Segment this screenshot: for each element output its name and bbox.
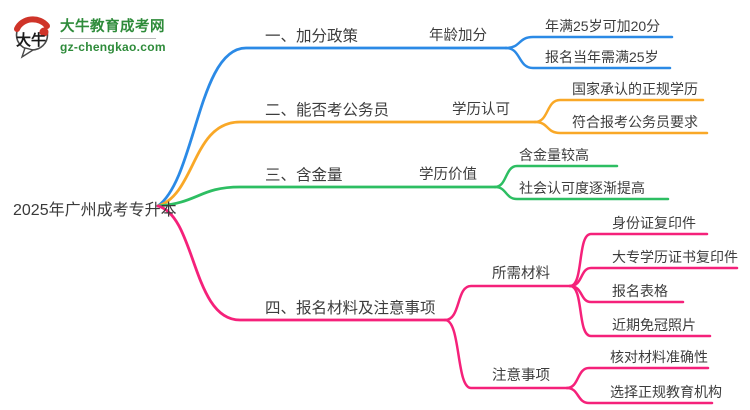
branch4-title: 四、报名材料及注意事项 bbox=[265, 299, 436, 317]
branch2-leaf2-line bbox=[533, 120, 709, 135]
branch3-trunk-line bbox=[156, 185, 497, 208]
branch3-leaf1: 含金量较高 bbox=[519, 146, 589, 163]
branch1-leaf1: 年满25岁可加20分 bbox=[545, 17, 661, 34]
branch4-notes-subnode: 注意事项 bbox=[492, 368, 550, 385]
branch4-materials-subnode: 所需材料 bbox=[492, 266, 550, 283]
branch1-leaf1-line bbox=[504, 35, 674, 50]
materials-leaf3: 报名表格 bbox=[612, 282, 668, 299]
branch4-trunk-line bbox=[156, 204, 447, 322]
branch4-notes-line bbox=[443, 318, 569, 390]
branch2-title: 二、能否考公务员 bbox=[265, 101, 390, 119]
branch1-title: 一、加分政策 bbox=[265, 27, 359, 45]
logo-icon-text: 大牛 bbox=[16, 31, 46, 49]
materials-leaf1: 身份证复印件 bbox=[612, 214, 696, 231]
notes-leaf1: 核对材料准确性 bbox=[610, 348, 708, 365]
daniu-speech-bubble-icon: 大牛 bbox=[14, 16, 50, 59]
branch1-leaf2: 报名当年需满25岁 bbox=[545, 48, 659, 65]
branch2-trunk-line bbox=[156, 120, 537, 208]
logo-red-arc bbox=[14, 16, 50, 32]
branch2-leaf2: 符合报考公务员要求 bbox=[572, 113, 698, 130]
branch3-title: 三、含金量 bbox=[265, 166, 343, 184]
branch2-subnode: 学历认可 bbox=[452, 102, 510, 119]
site-url: gz-chengkao.com bbox=[60, 39, 166, 54]
branch1-subnode: 年龄加分 bbox=[429, 28, 487, 45]
site-logo[interactable]: 大牛 大牛教育成考网 gz-chengkao.com bbox=[12, 13, 166, 59]
site-name: 大牛教育成考网 bbox=[60, 18, 165, 35]
logo-wordmark: 大牛教育成考网 gz-chengkao.com bbox=[60, 18, 166, 55]
branch1-leaf2-line bbox=[504, 46, 672, 70]
branch1-trunk-line bbox=[156, 46, 508, 208]
branch3-subnode: 学历价值 bbox=[419, 167, 477, 184]
materials-leaf4: 近期免冠照片 bbox=[612, 316, 696, 333]
logo-red-seal bbox=[39, 27, 49, 37]
notes-leaf2-line bbox=[565, 386, 714, 405]
branch3-leaf2: 社会认可度逐渐提高 bbox=[519, 179, 645, 196]
materials-leaf2: 大专学历证书复印件 bbox=[612, 248, 738, 265]
branch4-materials-line bbox=[443, 284, 572, 322]
notes-leaf2: 选择正规教育机构 bbox=[610, 383, 722, 400]
branch3-leaf2-line bbox=[493, 185, 670, 201]
materials-leaf4-line bbox=[568, 284, 712, 338]
mindmap-root-node: 2025年广州成考专升本 bbox=[13, 202, 177, 219]
branch2-leaf1: 国家承认的正规学历 bbox=[572, 80, 698, 97]
logo-divider bbox=[60, 37, 156, 39]
